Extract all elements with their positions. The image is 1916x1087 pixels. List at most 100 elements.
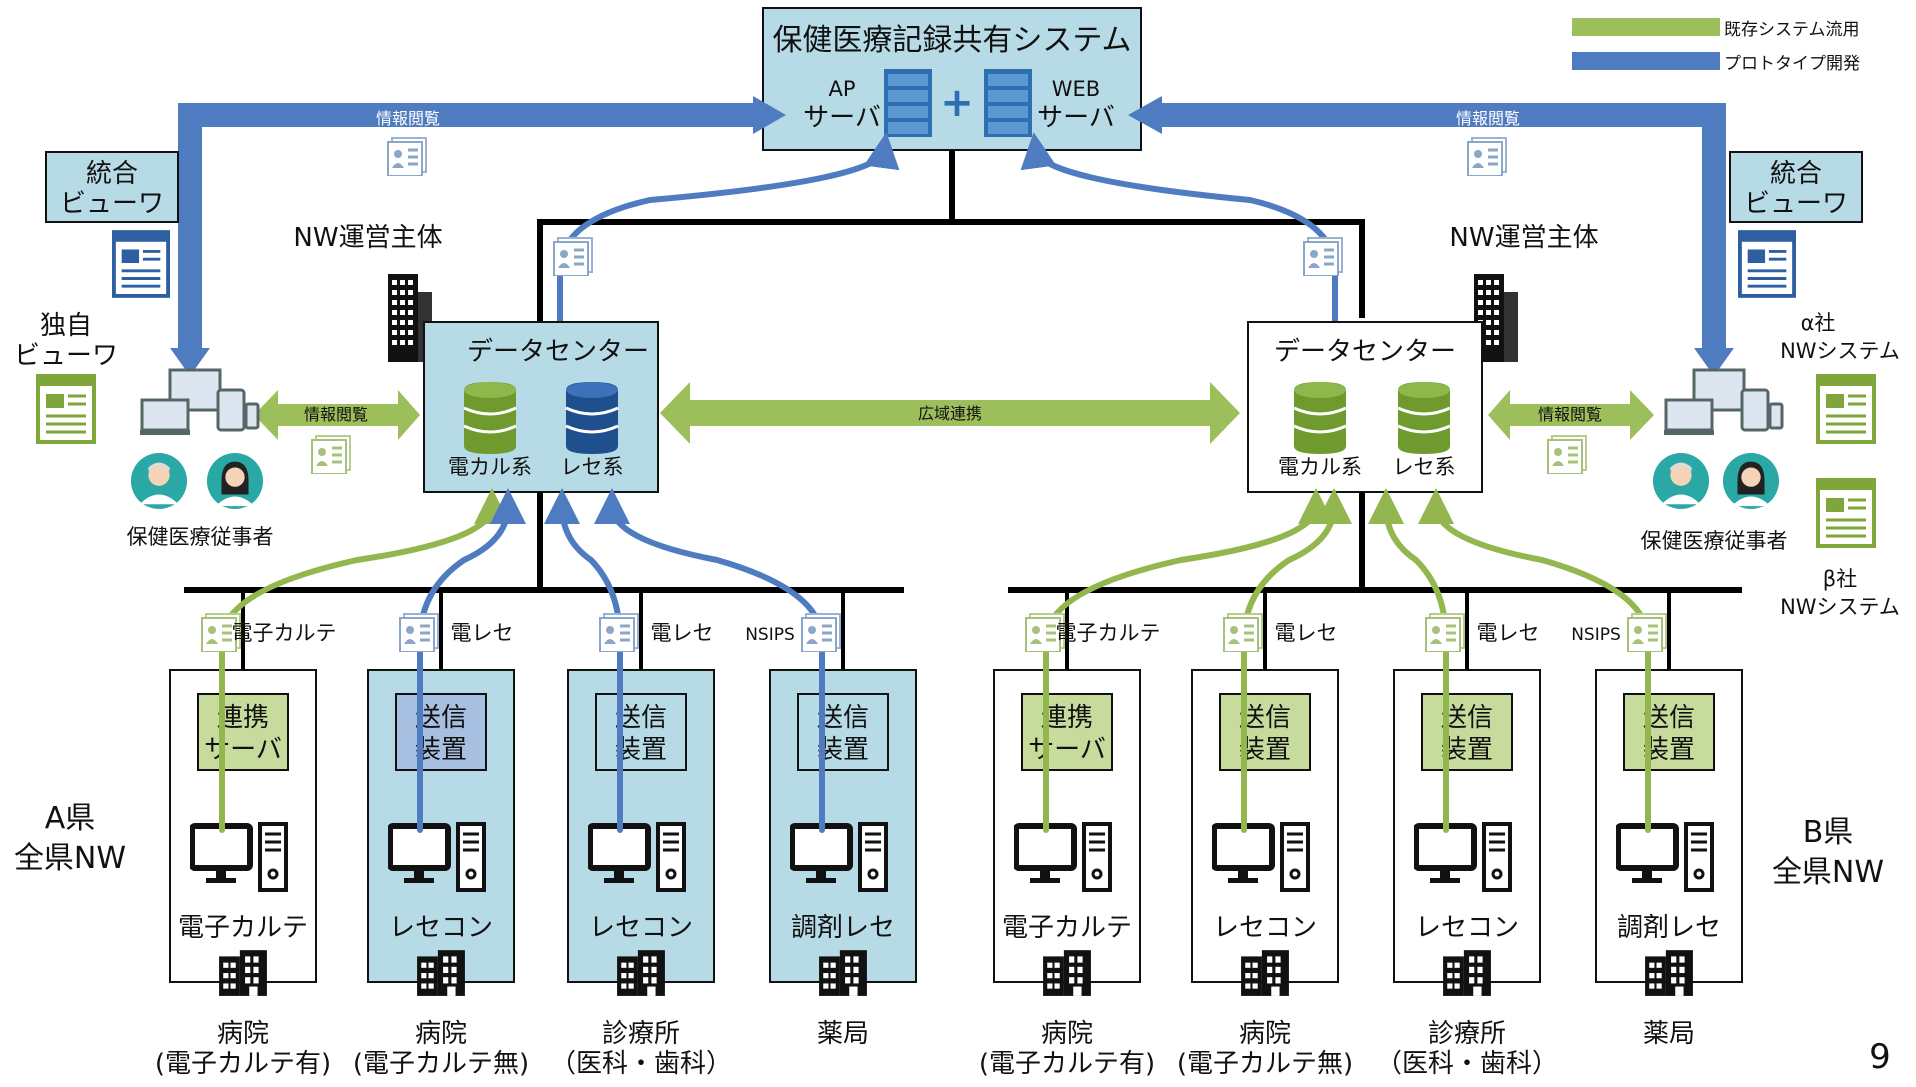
gateway-box [1021,693,1113,771]
facility-detail: (電子カルテ無) [1177,1049,1353,1079]
building-icon [1645,950,1693,996]
beta-system-label-1: β社 [1823,567,1857,591]
sender-label-1: 送信 [1643,703,1695,733]
system-label: 調剤レセ [791,913,895,943]
document-icon [1546,434,1588,474]
facility-name: 病院 [1239,1019,1291,1049]
viewer-icon-blue [112,230,170,298]
facility-name: 薬局 [1643,1019,1695,1049]
web-server-label-1: WEB [1052,77,1100,101]
facility-detail: （医科・歯科） [1376,1049,1558,1079]
rese-label-left: レセ系 [561,455,624,479]
building-icon [1043,950,1091,996]
viewer-icon-green [1816,478,1876,548]
integrated-viewer-left-label-2: ビューワ [60,189,164,219]
feed-label: 電子カルテ [1056,621,1161,645]
database-icon-blue [564,380,620,456]
data-center-left-title: データセンター [467,337,649,367]
rese-label-right: レセ系 [1393,455,1456,479]
gateway-box [595,693,687,771]
nw-operator-left: NW運営主体 [293,223,442,253]
wide-area-label: 広域連携 [918,404,982,423]
staff-label-right: 保健医療従事者 [1641,529,1788,553]
sender-label-1: 送信 [817,703,869,733]
wide-area-link-arrow [660,382,1240,444]
facility-name: 病院 [1041,1019,1093,1049]
central-system-title: 保健医療記録共有システム [772,23,1131,58]
info-view-label-top-left: 情報閲覧 [376,109,440,128]
document-icon [1466,136,1508,176]
ap-server-label-1: AP [828,77,855,101]
sender-label-1: 送信 [1239,703,1291,733]
nw-operator-right: NW運営主体 [1449,223,1598,253]
document-icon [386,136,428,176]
feed-label: 電子カルテ [232,621,337,645]
facility-detail: （医科・歯科） [550,1049,732,1079]
den-kal-label-left: 電カル系 [448,455,532,479]
blue-flow-left-dc-to-center [557,132,900,325]
devices-icon [1664,368,1784,437]
nurse-icon [1722,452,1780,510]
pref-b-label-2: 全県NW [1772,855,1884,890]
doctor-icon [130,452,188,510]
facility-columns: 連携サーバ電子カルテ病院(電子カルテ有)電子カルテ送信装置レセコン病院(電子カル… [155,488,1743,1079]
integrated-viewer-right-box [1729,151,1863,223]
facility-name: 病院 [415,1019,467,1049]
system-label: レセコン [1213,913,1317,943]
database-icon-green [1396,380,1452,456]
gateway-box [1623,693,1715,771]
integrated-viewer-right-label-2: ビューワ [1744,189,1848,219]
building-icon [219,950,267,996]
legend-swatch-existing [1572,18,1720,36]
document-icon [552,236,594,276]
integrated-viewer-left-label-1: 統合 [86,159,138,189]
ap-server-label-2: サーバ [803,103,881,133]
staff-label-left: 保健医療従事者 [127,525,274,549]
sender-label-1: 送信 [1441,703,1493,733]
info-view-label-right: 情報閲覧 [1538,405,1602,424]
document-icon [1302,236,1344,276]
sender-label-2: 装置 [1239,735,1291,765]
database-icon-green [1292,380,1348,456]
sender-label-2: 装置 [1643,735,1695,765]
legend-swatch-prototype [1572,52,1720,70]
building-icon [819,950,867,996]
pref-a-label-2: 全県NW [14,841,126,876]
facility-detail: (電子カルテ有) [155,1049,331,1079]
sender-label-2: 装置 [1441,735,1493,765]
building-icon [417,950,465,996]
blue-arrow-right-top [1160,103,1726,355]
system-label: 電子カルテ [1002,913,1132,943]
alpha-system-label-2: NWシステム [1780,339,1900,363]
feed-label: 電レセ [1477,621,1540,645]
blue-arrow-left-top [178,103,755,355]
data-center-right-title: データセンター [1274,337,1456,367]
viewer-icon-green [36,374,96,444]
gateway-box [797,693,889,771]
legend-existing-label: 既存システム流用 [1724,20,1860,40]
info-view-arrow-left [254,390,420,440]
feed-label: 電レセ [651,621,714,645]
feed-label: 電レセ [1275,621,1338,645]
gateway-box [1219,693,1311,771]
gateway-box [395,693,487,771]
facility-name: 薬局 [817,1019,869,1049]
gateway-box [197,693,289,771]
sender-label-1: 送信 [415,703,467,733]
info-view-label-top-right: 情報閲覧 [1456,109,1520,128]
central-system-box [762,7,1142,151]
doctor-icon [1652,452,1710,510]
sender-label-2: 装置 [415,735,467,765]
system-label: レセコン [589,913,693,943]
sender-label-2: 装置 [615,735,667,765]
feed-label: NSIPS [745,625,795,645]
web-server-label-2: サーバ [1037,103,1115,133]
viewer-icon-blue [1738,230,1796,298]
ap-server-icon [884,69,932,137]
facility-name: 診療所 [602,1019,680,1049]
link-server-label-1: 連携 [1041,703,1093,733]
building-icon [617,950,665,996]
info-view-arrow-right [1488,390,1654,440]
system-label: レセコン [1415,913,1519,943]
facility-detail: (電子カルテ有) [979,1049,1155,1079]
